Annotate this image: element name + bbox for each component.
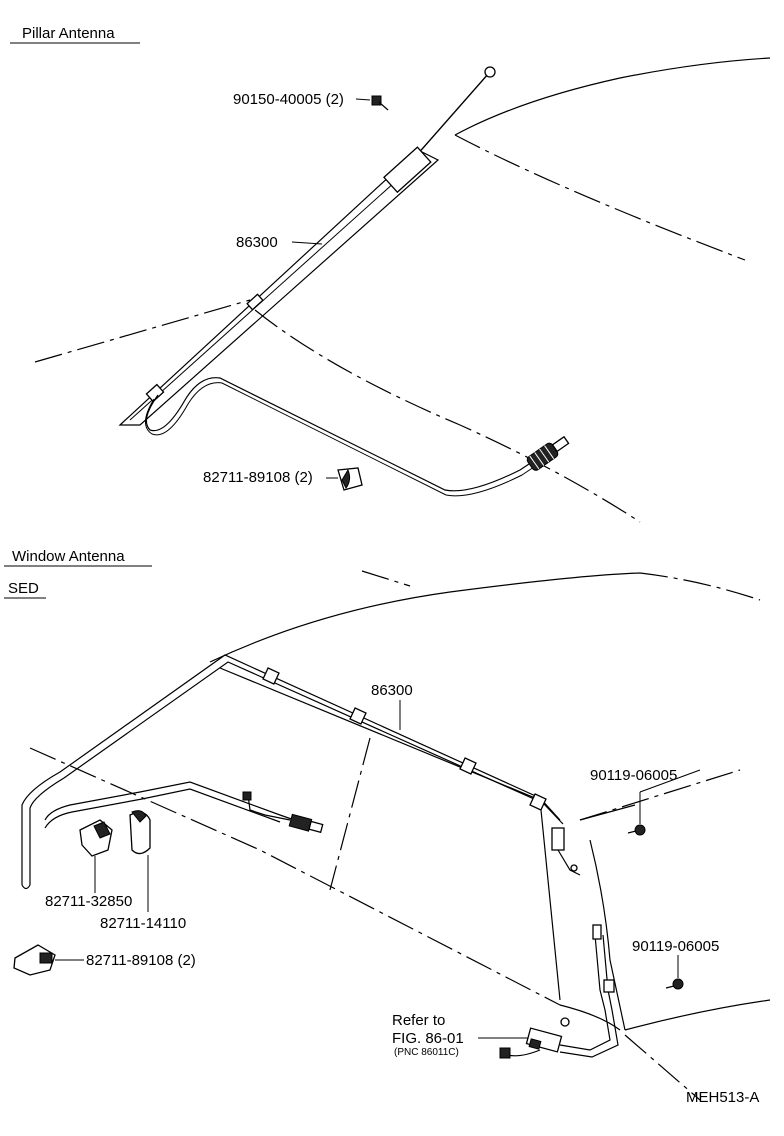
- amplifier-module: [499, 1017, 570, 1059]
- pillar-cable: [145, 377, 551, 492]
- pigtail: [247, 794, 291, 821]
- reference-line1: Refer to: [392, 1012, 445, 1029]
- pillar-base: [145, 383, 165, 403]
- antenna-mount-bracket: [383, 146, 432, 194]
- label-clamp-c: 82711-89108 (2): [86, 952, 196, 969]
- label-antenna-window: 86300: [371, 682, 413, 699]
- figure-id: MEH513-A: [686, 1089, 759, 1106]
- windshield-top-edge: [454, 134, 746, 261]
- pillar-antenna-section: Pillar Antenna: [10, 25, 771, 523]
- pillar-clip: [246, 293, 264, 311]
- clamp-icon-a: [79, 819, 113, 857]
- screw-icon-b: [665, 978, 684, 990]
- window-antenna-section: Window Antenna SED: [4, 548, 771, 1101]
- label-clamp-b: 82711-14110: [100, 915, 186, 932]
- label-clamp-a: 82711-32850: [45, 893, 132, 910]
- window-center-line: [329, 737, 371, 891]
- window-antenna-wire: [21, 654, 561, 885]
- rear-connector: [551, 827, 565, 851]
- coax-connector: [526, 435, 570, 471]
- label-bolt-pillar: 90150-40005 (2): [233, 91, 344, 108]
- label-screw-b: 90119-06005: [632, 938, 719, 955]
- label-screw-a: 90119-06005: [590, 767, 677, 784]
- reference-line2: FIG. 86-01: [392, 1030, 464, 1047]
- rear-pillar-outline: [579, 804, 636, 1031]
- section-title-sed: SED: [8, 580, 39, 597]
- window-glass-outline: [219, 667, 561, 1001]
- reference-line3: (PNC 86011C): [394, 1047, 459, 1058]
- label-antenna-pillar: 86300: [236, 234, 278, 251]
- section-title-pillar: Pillar Antenna: [22, 25, 115, 42]
- screw-icon-a: [627, 824, 646, 836]
- section-title-window: Window Antenna: [12, 548, 125, 565]
- window-lower-edge: [29, 747, 561, 1006]
- window-coax-connector: [288, 813, 324, 834]
- feed-cable: [44, 781, 301, 823]
- roof-outline-window: [209, 572, 641, 663]
- windshield-bottom-edge: [254, 309, 641, 523]
- wire-clips: [262, 667, 547, 811]
- bolt-icon: [371, 95, 389, 111]
- reference-note: Refer to FIG. 86-01 (PNC 86011C): [392, 1012, 528, 1058]
- clamp-icon: [337, 467, 363, 491]
- clamp-icon-c: [13, 944, 56, 976]
- pillar-housing: [118, 149, 440, 426]
- pillar-cable-window: [559, 934, 611, 1051]
- hood-line: [34, 299, 251, 363]
- clamp-icon-b: [129, 810, 151, 855]
- roof-outline: [454, 57, 771, 136]
- mast-tip: [484, 66, 496, 78]
- label-clamp-pillar: 82711-89108 (2): [203, 469, 313, 486]
